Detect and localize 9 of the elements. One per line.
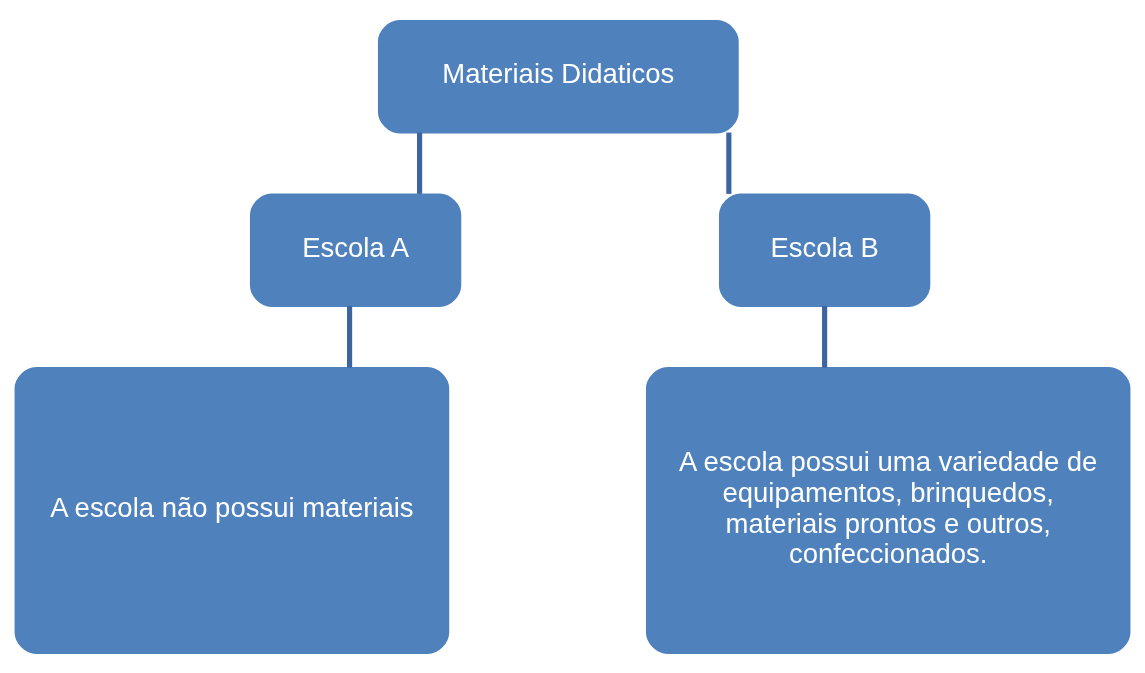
connector: [822, 305, 828, 368]
node-box: A escola possui uma variedade de equipamentos, brinquedos, materiais prontos e outros, confeccionados.: [645, 366, 1131, 654]
connector: [347, 305, 353, 368]
connector: [726, 132, 732, 194]
node-box: Materiais Didaticos: [377, 19, 739, 133]
node-box: A escola não possui materiais: [14, 366, 450, 654]
node-box: Escola B: [718, 193, 931, 307]
node-box: Escola A: [249, 193, 462, 307]
connector: [417, 132, 423, 194]
